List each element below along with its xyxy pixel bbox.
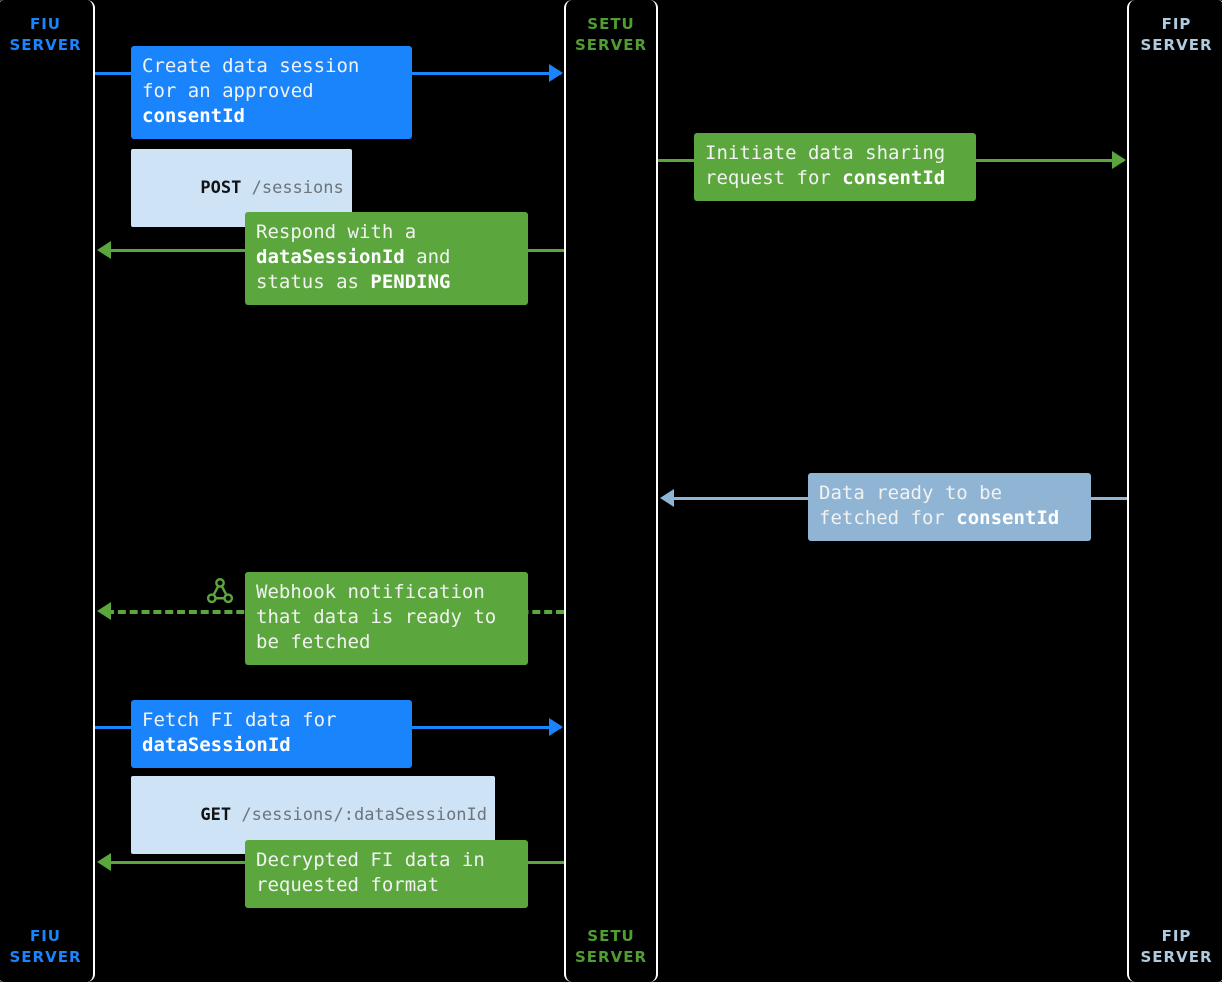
arrowhead-right — [549, 718, 563, 736]
webhook-icon — [203, 575, 237, 613]
lifeline-fip-label-top: FIP SERVER — [1140, 15, 1213, 54]
endpoint-method: POST — [200, 178, 242, 198]
arrowhead-right — [549, 64, 563, 82]
lifeline-setu-label-bottom: SETU SERVER — [574, 927, 647, 966]
arrowhead-left — [660, 489, 674, 507]
endpoint-method: GET — [200, 805, 232, 825]
arrowhead-right — [1112, 151, 1126, 169]
lifeline-fip-label-bottom: FIP SERVER — [1140, 927, 1213, 966]
arrowhead-left — [97, 853, 111, 871]
lifeline-fiu-label-top: FIU SERVER — [9, 15, 82, 54]
lifeline-fiu: FIU SERVER FIU SERVER — [0, 0, 95, 982]
lifeline-setu-label-top: SETU SERVER — [574, 15, 647, 54]
lifeline-setu: SETU SERVER SETU SERVER — [564, 0, 658, 982]
lifeline-fip: FIP SERVER FIP SERVER — [1127, 0, 1222, 982]
lifeline-fiu-label-bottom: FIU SERVER — [9, 927, 82, 966]
arrowhead-left — [97, 241, 111, 259]
arrowhead-left — [97, 602, 111, 620]
endpoint-path: /sessions — [241, 178, 344, 198]
endpoint-path: /sessions/:dataSessionId — [231, 805, 488, 825]
